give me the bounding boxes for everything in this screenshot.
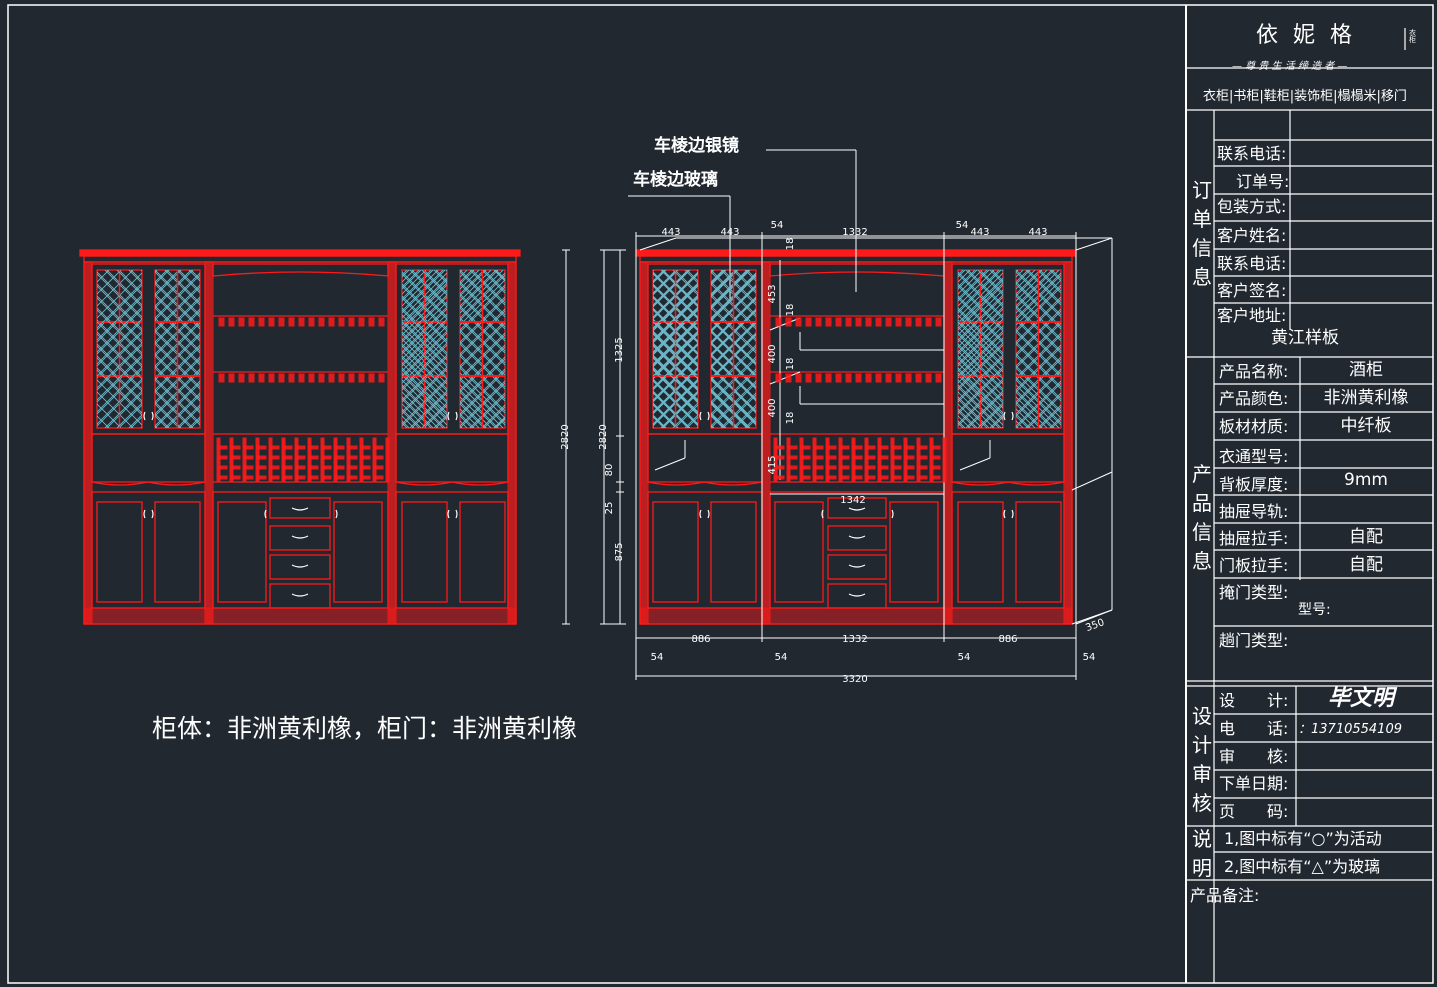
section-notes: 说明 [1192, 827, 1212, 880]
door-handle-label: 门板拉手: [1219, 556, 1289, 575]
brand-name: 依 妮 格 [1256, 23, 1356, 48]
dim-total-width: 3320 [842, 674, 867, 685]
drawing-caption: 柜体：非洲黄利橡，柜门：非洲黄利橡 [152, 714, 578, 743]
dim-vert-25: 25 [604, 502, 615, 515]
dim-height-left: 2820 [560, 424, 571, 449]
dim-height-right: 2820 [598, 424, 609, 449]
hinged-door-type-label: 掩门类型: [1219, 583, 1289, 602]
section-order-info: 订单信息 [1192, 178, 1212, 289]
dim-top-3: 54 [771, 220, 784, 231]
customer-name-label: 客户姓名: [1217, 226, 1287, 245]
back-panel-value: 9mm [1344, 470, 1388, 490]
door-handles [143, 411, 1014, 597]
dim-inner-6: 400 [767, 398, 778, 417]
title-block-grid [1186, 28, 1433, 983]
front-elevation-right [635, 249, 1077, 625]
phone-value: ：13710554109 [1298, 722, 1402, 737]
customer-signature-label: 客户签名: [1217, 281, 1287, 300]
dim-vert-80: 80 [604, 464, 615, 477]
dim-inner-2: 453 [767, 284, 778, 303]
customer-address-label: 客户地址: [1217, 306, 1287, 325]
rail-model-label: 衣通型号: [1219, 447, 1289, 466]
dim-top-5: 54 [956, 220, 969, 231]
dim-inner-4: 400 [767, 344, 778, 363]
sliding-door-type-label: 趟门类型: [1219, 631, 1289, 650]
dim-inner-5: 18 [785, 358, 796, 371]
dim-inner-3: 18 [785, 304, 796, 317]
dim-top-1: 443 [661, 227, 680, 238]
drawer-handle-label: 抽屉拉手: [1219, 529, 1289, 548]
brand-slogan: — 尊 贵 生 活 缔 造 者 — [1232, 61, 1348, 72]
dim-post-2: 54 [775, 652, 788, 663]
dim-top-2: 443 [720, 227, 739, 238]
order-number-label: 订单号: [1236, 172, 1290, 191]
dim-inner-7: 18 [785, 412, 796, 425]
cabinet-depth-lines [562, 149, 1113, 680]
order-phone-label: 联系电话: [1217, 144, 1287, 163]
section-product-info: 产品信息 [1192, 462, 1212, 573]
dim-bottom-2: 1332 [842, 634, 867, 645]
dim-vert-upper: 1325 [614, 337, 625, 362]
dim-post-3: 54 [958, 652, 971, 663]
product-name-label: 产品名称: [1219, 362, 1289, 381]
callout-glass: 车棱边玻璃 [633, 170, 718, 190]
dim-inner-width: 1342 [840, 495, 865, 506]
designer-signature: 毕文明 [1328, 686, 1395, 711]
board-material-value: 中纤板 [1340, 416, 1392, 436]
product-name-value: 酒柜 [1349, 360, 1383, 380]
note-2: 2,图中标有“△”为玻璃 [1224, 857, 1381, 876]
dim-post-4: 54 [1083, 652, 1096, 663]
dim-post-1: 54 [651, 652, 664, 663]
back-panel-label: 背板厚度: [1219, 475, 1289, 494]
dim-vert-875: 875 [614, 542, 625, 561]
brand-side-note: 衣柜 [1409, 29, 1416, 44]
dim-top-4: 1332 [842, 227, 867, 238]
door-handle-value: 自配 [1349, 555, 1383, 575]
model-label: 型号: [1298, 602, 1331, 618]
drawer-handle-value: 自配 [1349, 527, 1383, 547]
dim-bottom-1: 886 [691, 634, 710, 645]
phone-label: 电 话: [1219, 719, 1289, 738]
product-color-label: 产品颜色: [1219, 389, 1289, 408]
page-number-label: 页 码: [1219, 802, 1289, 821]
board-material-label: 板材材质: [1219, 417, 1289, 436]
note-1: 1,图中标有“○”为活动 [1224, 829, 1382, 848]
dim-inner-1: 18 [785, 238, 796, 251]
product-range: 衣柜|书柜|鞋柜|装饰柜|榻榻米|移门 [1203, 89, 1407, 104]
order-date-label: 下单日期: [1219, 774, 1289, 793]
customer-address-value: 黄江样板 [1271, 328, 1339, 348]
packing-label: 包装方式: [1217, 197, 1287, 216]
dim-inner-8: 415 [767, 455, 778, 474]
callout-mirror: 车棱边银镜 [654, 136, 739, 156]
customer-phone-label: 联系电话: [1217, 254, 1287, 273]
remarks-label: 产品备注: [1190, 886, 1260, 905]
drawer-rail-label: 抽屉导轨: [1219, 502, 1289, 521]
product-color-value: 非洲黄利橡 [1323, 388, 1409, 408]
dim-top-6: 443 [970, 227, 989, 238]
wine-racks [216, 317, 947, 483]
sheet-border [7, 4, 1434, 984]
designer-label: 设 计: [1219, 691, 1289, 710]
dim-top-7: 443 [1028, 227, 1047, 238]
front-elevation-left [79, 249, 521, 625]
reviewer-label: 审 核: [1219, 747, 1289, 766]
section-design-review: 设计审核 [1192, 704, 1212, 815]
dim-bottom-3: 886 [998, 634, 1017, 645]
